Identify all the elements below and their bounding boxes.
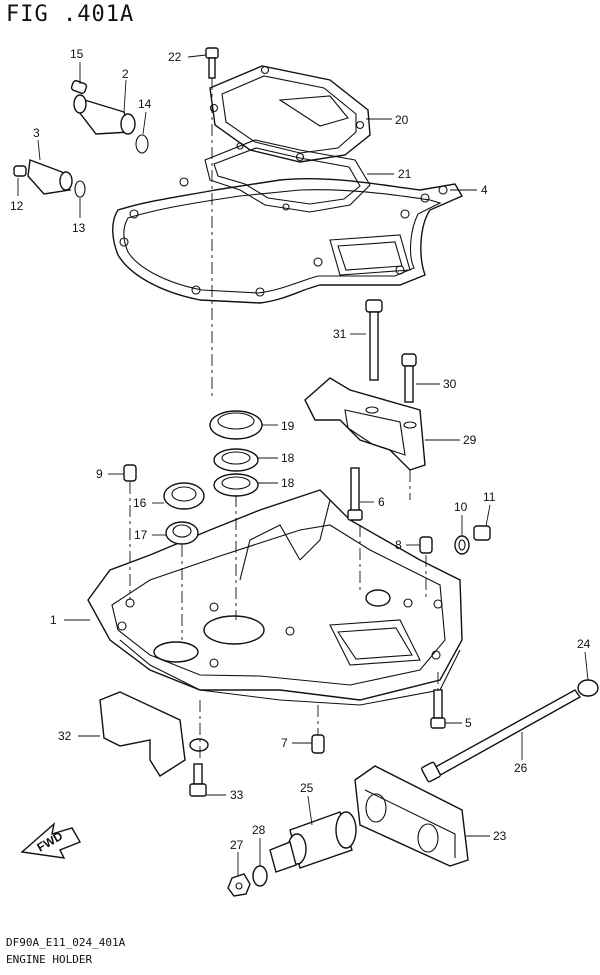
forward-arrow-icon: FWD [20,822,82,859]
callout-32: 32 [58,729,72,743]
callout-15: 15 [70,47,84,61]
callout-numbers: 15 2 14 3 12 13 22 20 21 4 31 30 19 18 1… [10,47,591,852]
callout-11: 11 [483,490,496,504]
callout-31: 31 [333,327,347,341]
cap-24 [577,679,599,697]
nut-27 [227,873,251,897]
bushing-25 [269,811,357,873]
callout-22: 22 [168,50,182,64]
bolt-31 [365,299,383,381]
callout-17: 17 [134,528,148,542]
plate-32 [99,691,209,777]
mount-23 [354,765,469,867]
callout-28: 28 [252,823,266,837]
seal-18-lower [213,473,259,497]
bolt-22 [205,47,219,79]
callout-leaders [17,54,589,876]
callout-7: 7 [281,736,288,750]
pin-9 [123,464,137,482]
bearing-16 [163,482,205,510]
bolt-30 [401,353,417,403]
pin-8 [419,536,433,554]
pin-7 [311,734,325,754]
figure-name: ENGINE HOLDER [6,953,93,966]
callout-33: 33 [230,788,244,802]
callout-24: 24 [577,637,591,651]
callout-18-lower: 18 [281,476,295,490]
callout-9: 9 [96,467,103,481]
callout-3: 3 [33,126,40,140]
callout-23: 23 [493,829,507,843]
callout-5: 5 [465,716,472,730]
sensor-3 [13,159,86,198]
engine-holder-1 [87,489,463,706]
callout-2: 2 [122,67,129,81]
bolt-5 [430,689,446,729]
gasket-4 [112,177,464,304]
figure-code: DF90A_E11_024_401A [6,936,126,949]
callout-25: 25 [300,781,314,795]
sensor-2 [70,80,149,154]
callout-4: 4 [481,183,488,197]
callout-6: 6 [378,495,385,509]
callout-18-upper: 18 [281,451,295,465]
callout-21: 21 [398,167,412,181]
cover-gasket-21 [204,139,371,213]
washer-10 [454,535,470,555]
seal-18-upper [213,448,259,472]
assembly-lines [129,78,439,762]
plug-11 [473,525,491,541]
cover-20 [209,65,371,163]
callout-14: 14 [138,97,152,111]
bolt-6 [347,467,363,521]
callout-12: 12 [10,199,24,213]
washer-28 [252,865,268,887]
callout-10: 10 [454,500,468,514]
oil-seal-19 [209,410,263,440]
bolt-26 [421,689,582,783]
callout-1: 1 [50,613,57,627]
callout-30: 30 [443,377,457,391]
callout-16: 16 [133,496,147,510]
callout-8: 8 [395,538,402,552]
callout-27: 27 [230,838,244,852]
callout-19: 19 [281,419,295,433]
bearing-17 [165,521,199,545]
figure-title: FIG .401A [6,2,135,27]
callout-20: 20 [395,113,409,127]
callout-29: 29 [463,433,477,447]
bolt-33 [189,763,207,797]
callout-26: 26 [514,761,528,775]
callout-13: 13 [72,221,86,235]
